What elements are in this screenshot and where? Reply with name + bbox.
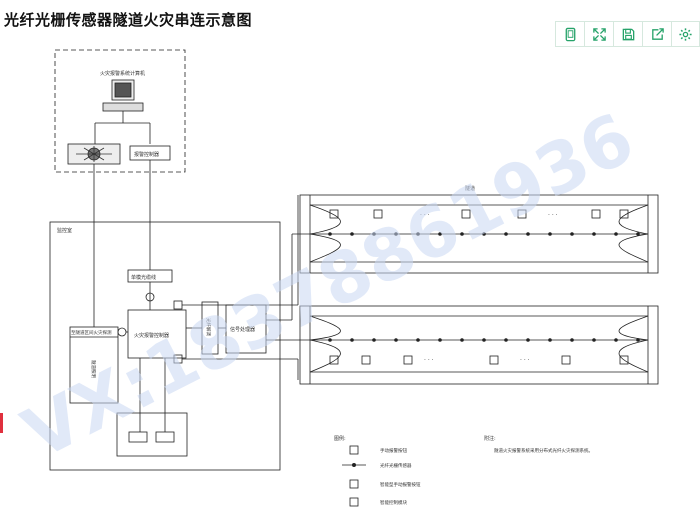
tunnel-lower-buttons xyxy=(329,355,629,365)
to-tunnel-label: 至隧道区间火灾探测 xyxy=(71,329,112,336)
switch-label: 报警控制器 xyxy=(134,151,159,158)
monitor-room-label: 监控室 xyxy=(57,227,72,234)
tunnel-lighting-label: 隧道照明 xyxy=(90,360,97,378)
ellipsis-upper-2: · · · xyxy=(548,212,558,219)
share-icon xyxy=(651,27,664,40)
computer-keyboard xyxy=(102,102,144,112)
manual-alarm-box xyxy=(116,412,188,457)
tunnel-label: 隧道 xyxy=(465,185,475,192)
ellipsis-upper-1: · · · xyxy=(420,212,430,219)
fiber-mid-label: 单模光缆线 xyxy=(131,274,156,281)
ellipsis-lower-2: · · · xyxy=(520,357,530,364)
left-edge-marker xyxy=(0,413,3,433)
tunnel-lower-sensors xyxy=(328,338,640,342)
save-button[interactable] xyxy=(613,21,642,47)
fullscreen-button[interactable] xyxy=(584,21,613,47)
controller-label: 火灾报警控制器 xyxy=(134,332,169,339)
monitor-room-box xyxy=(49,221,281,471)
tunnel-lower xyxy=(299,305,659,385)
page-view-button[interactable] xyxy=(555,21,584,47)
settings-icon xyxy=(679,27,692,41)
tunnel-upper-sensors xyxy=(328,232,640,236)
controller-box xyxy=(127,309,187,359)
ellipsis-lower-1: · · · xyxy=(424,357,434,364)
side-unit-label: 光纤解调 xyxy=(205,318,212,336)
page-title: 光纤光栅传感器隧道火灾串连示意图 xyxy=(4,11,253,29)
tunnel-upper xyxy=(299,194,659,274)
page-icon xyxy=(565,27,575,41)
computer-room-box xyxy=(54,49,186,173)
legend-item-3: 智能型手动报警按钮 xyxy=(380,481,421,488)
signal-processor-label: 信号处理器 xyxy=(230,326,255,333)
legend-item-1: 手动报警按钮 xyxy=(380,447,407,454)
notes-title: 附注: xyxy=(484,435,496,442)
note-text: 隧道火灾报警系统采用分布式光纤火灾探测系统。 xyxy=(494,447,593,454)
legend-title: 图例: xyxy=(334,435,346,442)
save-icon xyxy=(622,28,634,40)
share-button[interactable] xyxy=(642,21,671,47)
toolbar xyxy=(555,21,700,47)
legend-item-2: 光纤光栅传感器 xyxy=(380,462,412,469)
computer-label: 火灾报警系统计算机 xyxy=(100,70,145,77)
tunnel-detect-box xyxy=(69,326,119,404)
expand-icon xyxy=(592,27,606,41)
tunnel-upper-buttons xyxy=(329,209,629,219)
legend-item-4: 智能控制模块 xyxy=(380,499,407,506)
settings-button[interactable] xyxy=(671,21,700,47)
